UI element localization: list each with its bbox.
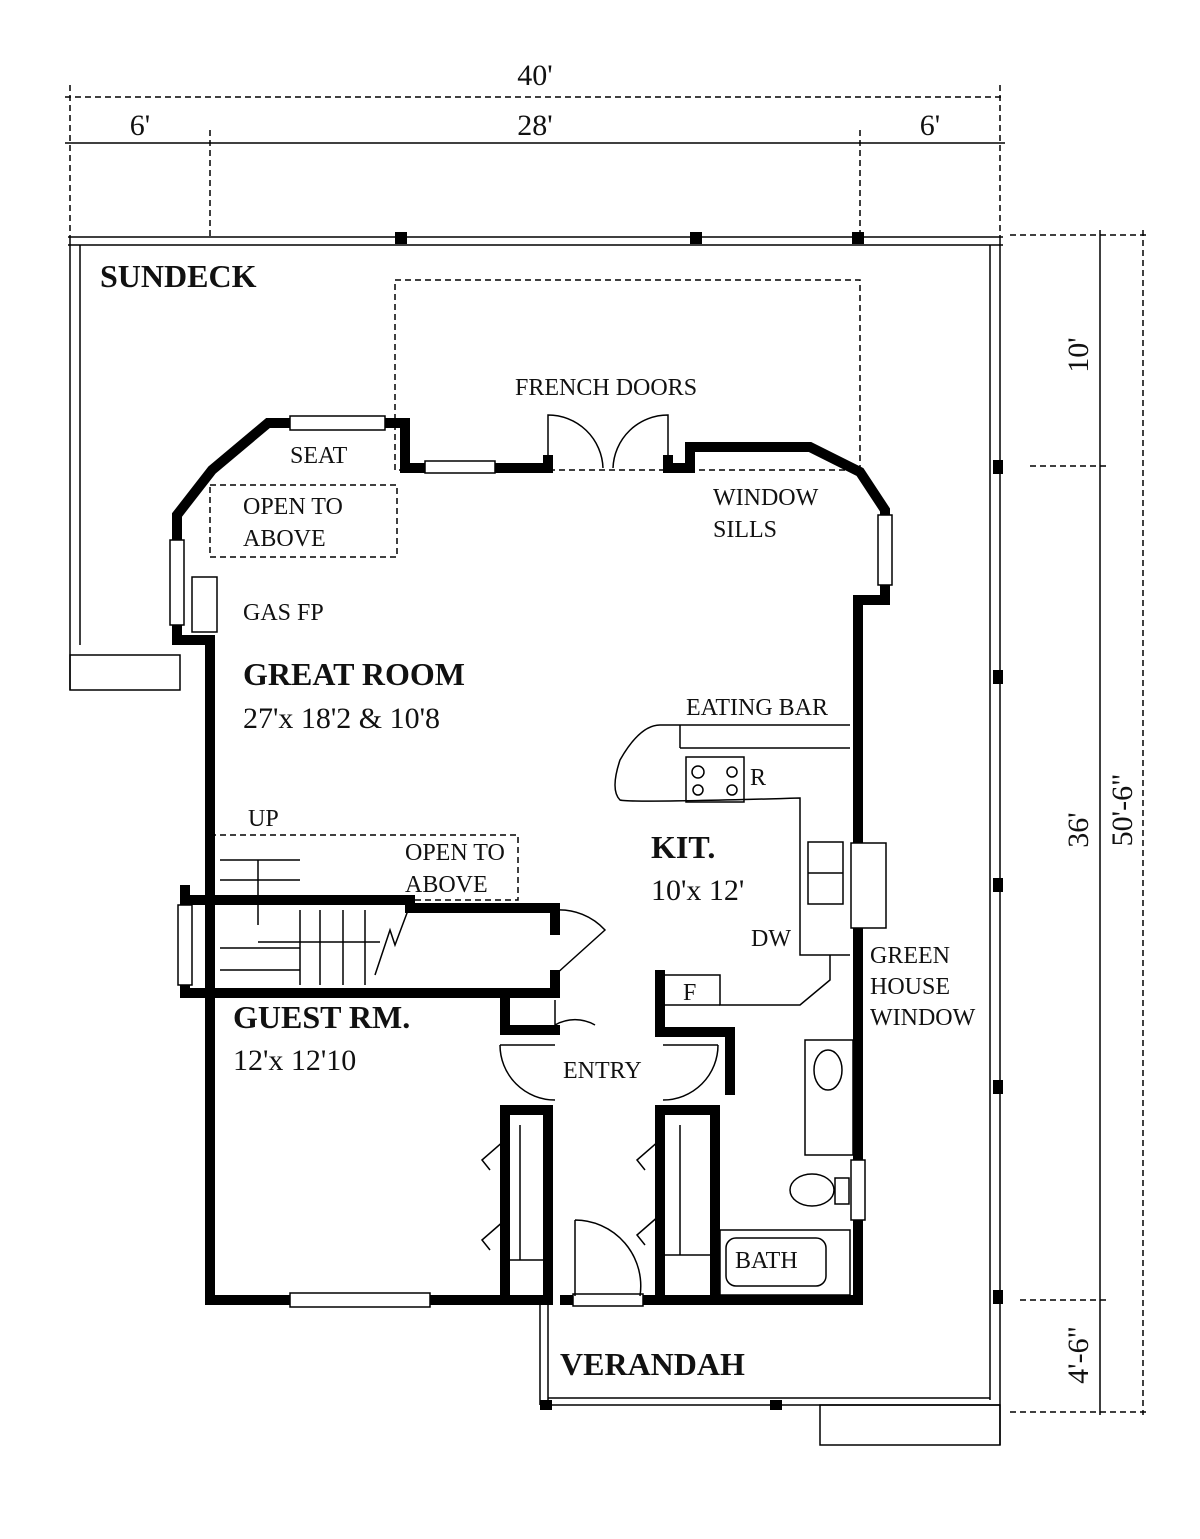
staircase xyxy=(220,859,411,985)
walls xyxy=(169,414,893,1308)
eating-bar-label: EATING BAR xyxy=(686,695,828,721)
open-above-label-2b: ABOVE xyxy=(405,872,488,898)
dim-house-width: 28' xyxy=(517,109,552,142)
dimension-lines xyxy=(65,85,1150,1415)
window-sills-label-b: SILLS xyxy=(713,517,777,543)
french-doors-label: FRENCH DOORS xyxy=(515,375,697,401)
open-above-label-2a: OPEN TO xyxy=(405,840,505,866)
great-room-size: 27'x 18'2 & 10'8 xyxy=(243,702,440,735)
guest-room-size: 12'x 12'10 xyxy=(233,1044,356,1077)
sundeck-label: SUNDECK xyxy=(100,258,257,294)
great-room-label: GREAT ROOM xyxy=(243,656,465,692)
greenhouse-window-label-b: HOUSE xyxy=(870,974,950,1000)
dim-left-deck: 6' xyxy=(130,109,150,142)
open-above-label-1b: ABOVE xyxy=(243,526,326,552)
gas-fireplace-label: GAS FP xyxy=(243,600,324,626)
dim-verandah-depth: 4'-6" xyxy=(1062,1326,1095,1384)
fridge-label: F xyxy=(683,980,696,1006)
bath-label: BATH xyxy=(735,1248,798,1274)
open-above-label-1a: OPEN TO xyxy=(243,494,343,520)
stairs-up-label: UP xyxy=(248,806,279,832)
greenhouse-window-label-c: WINDOW xyxy=(870,1005,976,1031)
fireplace xyxy=(191,576,218,633)
guest-room-label: GUEST RM. xyxy=(233,999,410,1035)
kitchen-label: KIT. xyxy=(651,829,715,865)
dim-overall-width: 40' xyxy=(517,59,552,92)
dim-right-deck: 6' xyxy=(920,109,940,142)
dim-house-depth: 36' xyxy=(1062,812,1095,847)
seat-label: SEAT xyxy=(290,443,348,469)
range-label: R xyxy=(750,765,766,791)
greenhouse-window-label-a: GREEN xyxy=(870,943,950,969)
dim-top-deck: 10' xyxy=(1062,337,1095,372)
dim-overall-depth: 50'-6" xyxy=(1106,774,1139,847)
dishwasher-label: DW xyxy=(751,926,791,952)
entry-label: ENTRY xyxy=(563,1058,642,1084)
kitchen-size: 10'x 12' xyxy=(651,874,744,907)
verandah-label: VERANDAH xyxy=(560,1346,745,1382)
window-sills-label-a: WINDOW xyxy=(713,485,819,511)
